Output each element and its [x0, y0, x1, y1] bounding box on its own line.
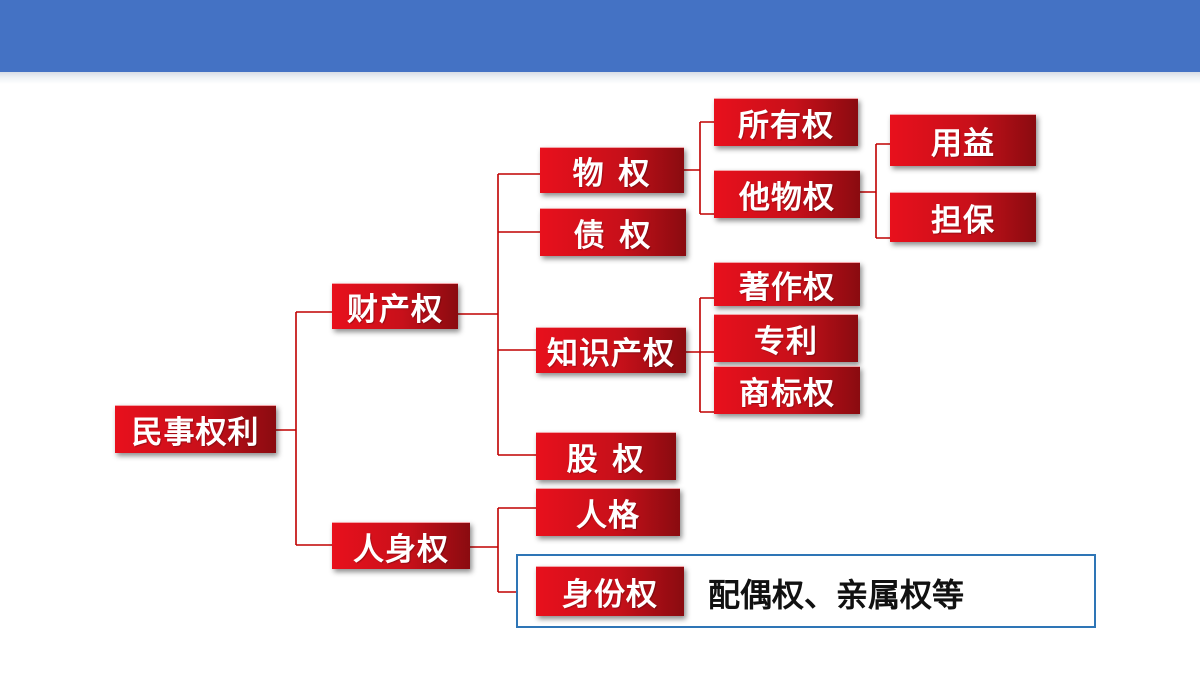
header-shadow [0, 72, 1200, 84]
node-identity-right: 身份权 [536, 566, 684, 616]
node-real-right: 物 权 [540, 147, 684, 193]
node-security-right: 担保 [890, 192, 1036, 242]
connector-personal [470, 507, 536, 593]
node-civil-rights: 民事权利 [115, 405, 276, 453]
node-creditor-right: 债 权 [540, 208, 686, 256]
node-intellectual-property: 知识产权 [536, 327, 686, 373]
node-patent: 专利 [714, 314, 858, 362]
node-property-right: 财产权 [332, 283, 458, 329]
connector-property [458, 173, 540, 456]
node-personality-right: 人格 [536, 488, 680, 536]
node-copyright: 著作权 [714, 262, 860, 306]
connector-real-right [684, 121, 714, 215]
node-trademark: 商标权 [714, 366, 860, 414]
node-equity-right: 股 权 [536, 432, 676, 480]
connector-other-real [860, 143, 890, 239]
connector-root [276, 311, 332, 546]
identity-note: 配偶权、亲属权等 [708, 576, 965, 614]
connector-ip [686, 297, 714, 413]
node-usufruct: 用益 [890, 114, 1036, 166]
node-other-real-right: 他物权 [714, 170, 860, 218]
node-ownership: 所有权 [714, 98, 858, 146]
header-bar [0, 0, 1200, 72]
node-personal-right: 人身权 [332, 522, 470, 569]
